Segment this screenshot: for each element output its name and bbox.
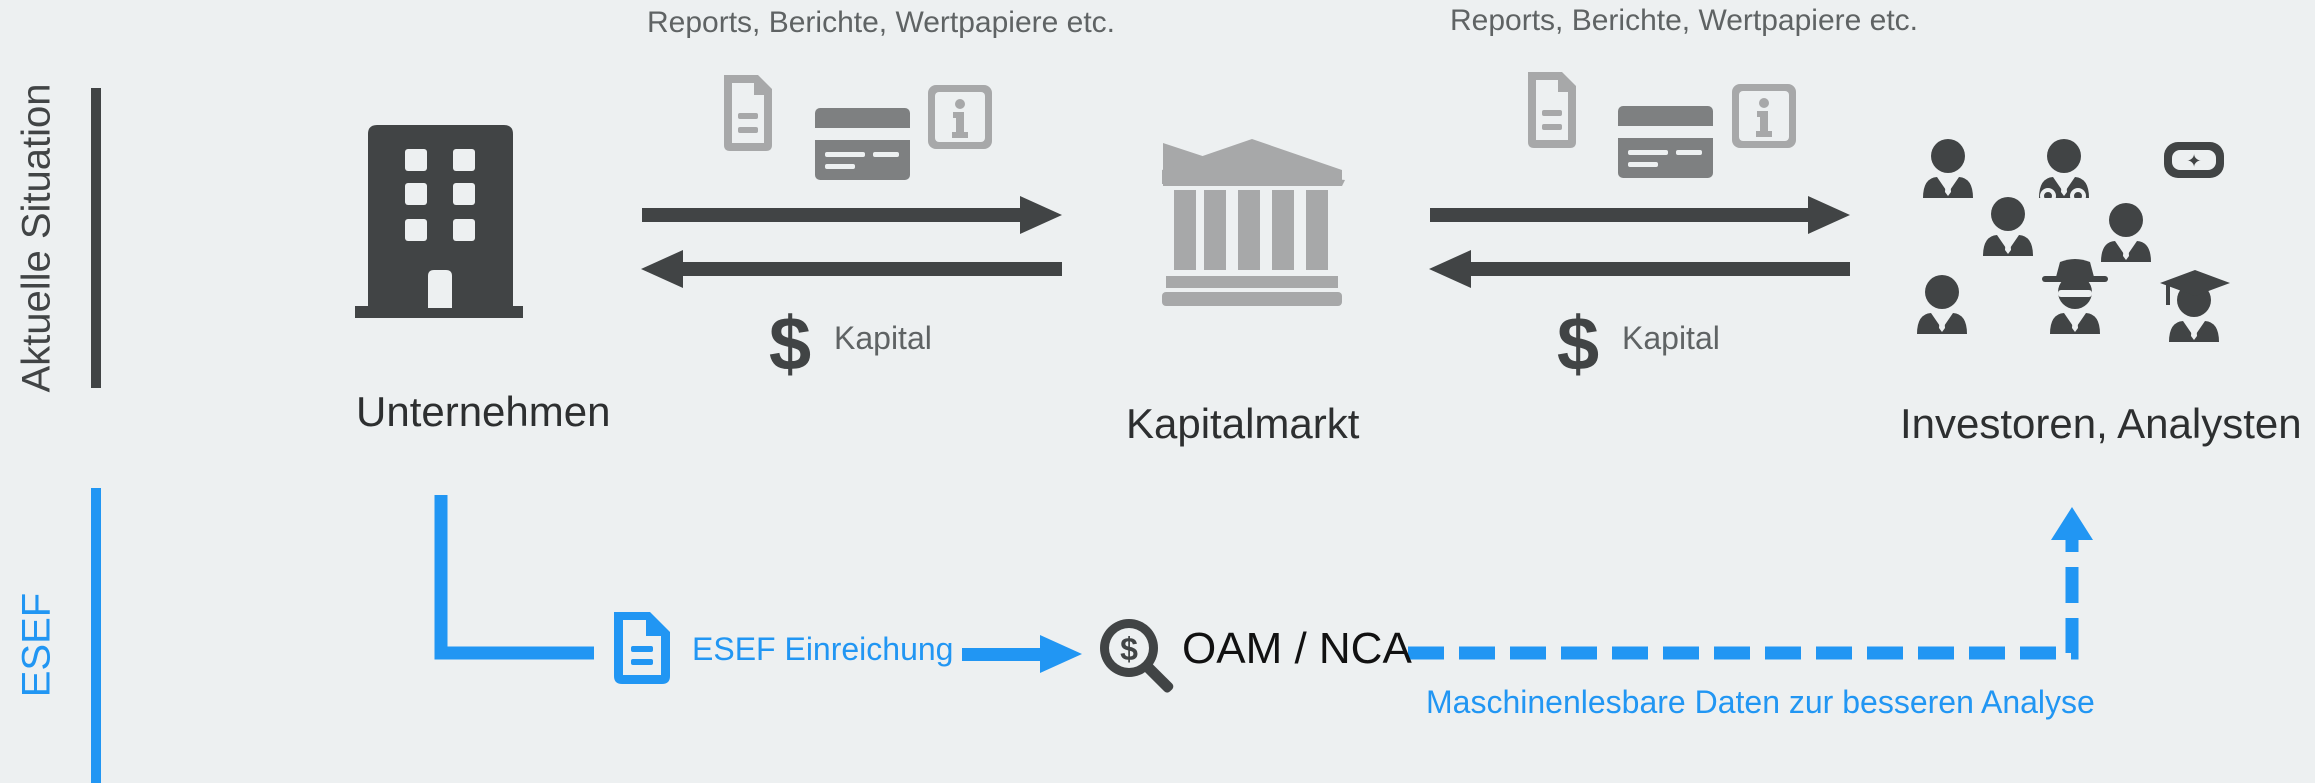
bank-icon	[1162, 139, 1345, 306]
dollar-icon: $	[769, 302, 811, 387]
node-label-market: Kapitalmarkt	[1126, 400, 1360, 447]
arrow-company-to-market	[642, 196, 1062, 234]
credit-card-icon-2	[1618, 106, 1713, 178]
svg-text:✦: ✦	[2186, 151, 2201, 171]
authority-label: OAM / NCA	[1182, 624, 1412, 673]
flow-right-bottom-label: Kapital	[1622, 320, 1720, 356]
document-icon	[724, 75, 772, 151]
info-icon	[928, 85, 992, 149]
flow-left-bottom-label: Kapital	[834, 320, 932, 356]
svg-text:$: $	[1120, 631, 1138, 667]
dashed-output-arrow	[1408, 540, 2079, 660]
info-icon-2	[1732, 84, 1796, 148]
section-label-current: Aktuelle Situation	[14, 83, 59, 393]
section-label-esef: ESEF	[14, 592, 59, 698]
node-label-company: Unternehmen	[356, 388, 611, 435]
building-icon	[355, 125, 523, 318]
arrow-filing-to-authority	[962, 635, 1082, 673]
current-section-bar	[91, 88, 101, 388]
dollar-icon-2: $	[1557, 302, 1599, 387]
dashed-arrow-head	[2051, 507, 2093, 540]
document-icon-blue	[614, 612, 670, 684]
document-icon-2	[1528, 72, 1576, 148]
arrow-market-to-investors	[1430, 196, 1850, 234]
credit-card-icon	[815, 108, 910, 180]
flow-right-top-label: Reports, Berichte, Wertpapiere etc.	[1450, 4, 1918, 37]
flow-left-top-label: Reports, Berichte, Wertpapiere etc.	[647, 6, 1115, 39]
output-label: Maschinenlesbare Daten zur besseren Anal…	[1426, 684, 2095, 720]
people-group-icon: ✦	[1917, 139, 2230, 342]
esef-connector-line	[434, 495, 594, 660]
arrow-investors-to-market	[1429, 250, 1850, 288]
arrow-market-to-company	[641, 250, 1062, 288]
esef-filing-label: ESEF Einreichung	[692, 631, 954, 667]
magnifier-dollar-icon: $	[1100, 619, 1174, 693]
node-label-investors: Investoren, Analysten	[1900, 400, 2302, 447]
esef-section-bar	[91, 488, 101, 783]
